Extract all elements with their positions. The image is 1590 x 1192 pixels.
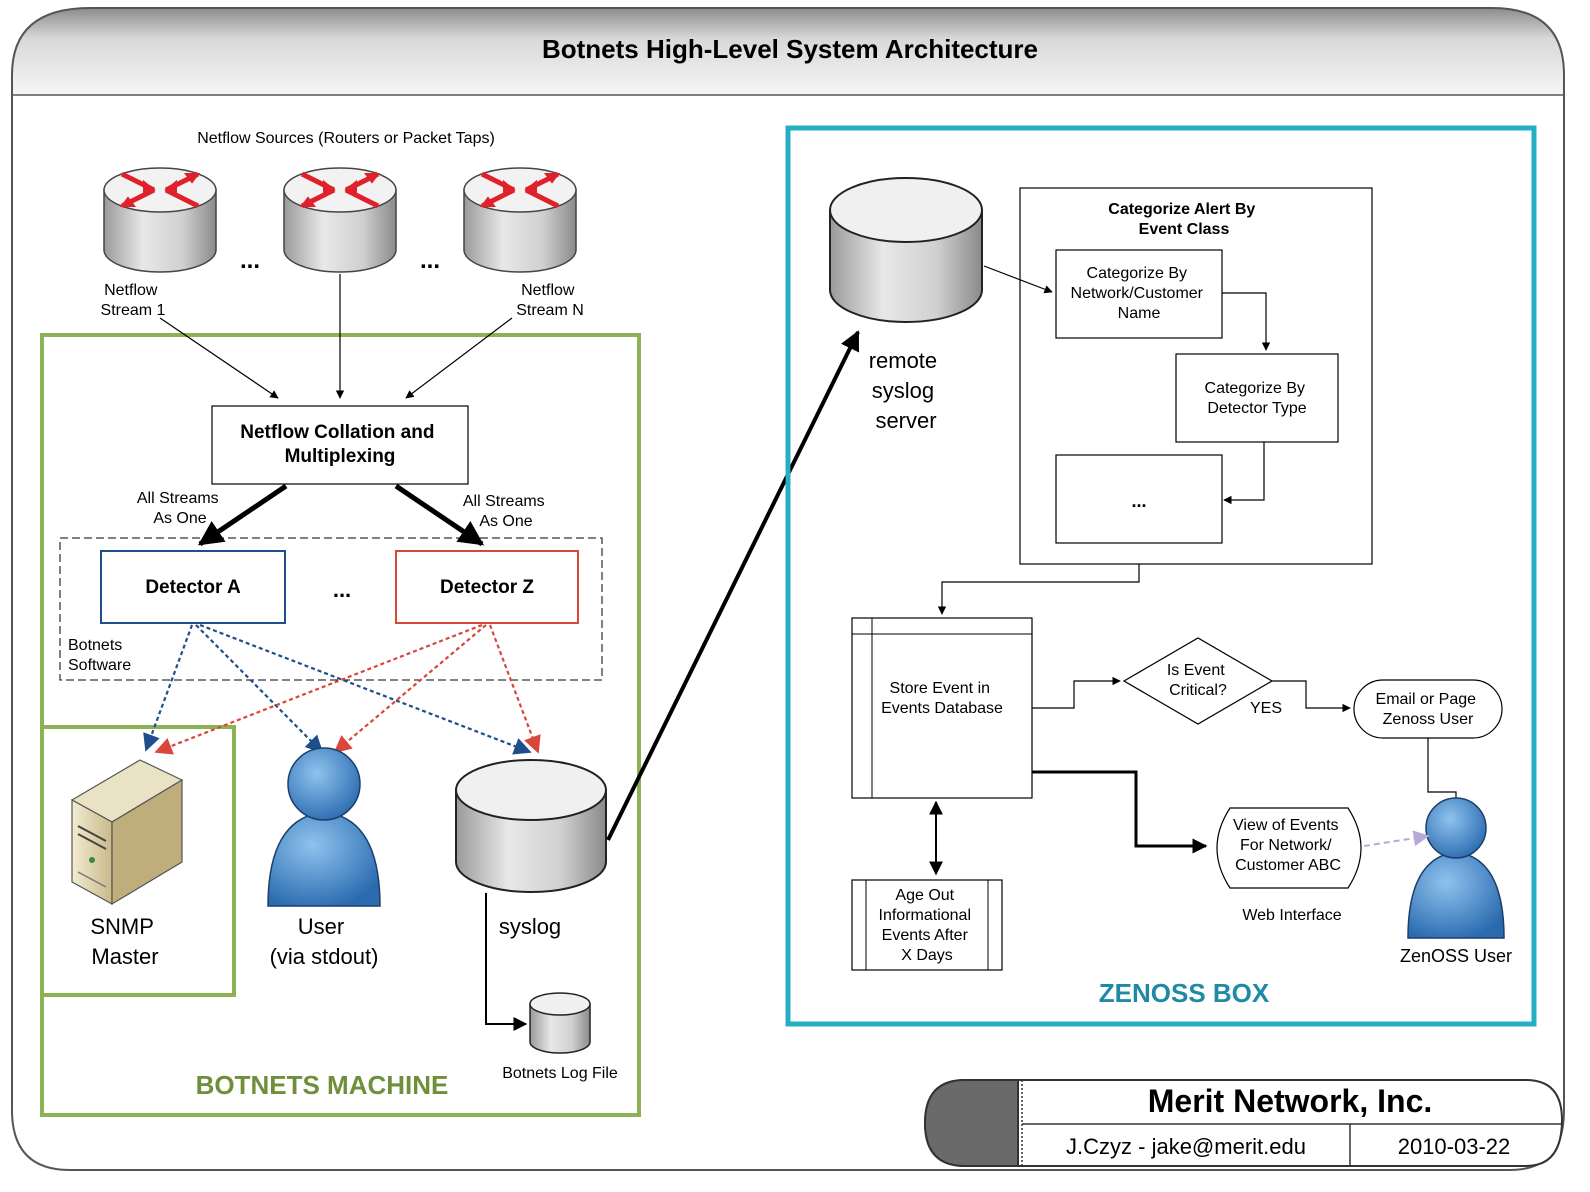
store-to-critical-arrow [1032, 676, 1121, 709]
yes-label: YES [1250, 700, 1282, 717]
categorize-title: Categorize Alert By Event Class [1108, 201, 1259, 238]
age-out-label: Age Out Informational Events After X Day… [879, 887, 976, 964]
zenoss-box-label: ZENOSS BOX [1099, 978, 1270, 1008]
router-icon [103, 167, 217, 273]
footer-title-block [923, 1079, 1564, 1167]
detector-a-to-syslog-arrow [199, 623, 532, 755]
view-events-label: View of Events For Network/ Customer ABC [1233, 817, 1343, 874]
collation-to-detector-z-arrow [394, 483, 485, 547]
categorize-detector-label: Categorize By Detector Type [1205, 380, 1310, 417]
email-page-label: Email or Page Zenoss User [1376, 691, 1481, 728]
collation-to-detector-a-arrow [197, 483, 288, 547]
all-streams-left-label: All Streams As One [137, 490, 223, 527]
botnets-software-box [59, 537, 603, 681]
store-event-box [851, 617, 1033, 799]
syslog-to-remote-arrow [606, 330, 860, 841]
detector-z-to-snmp-arrow [154, 623, 483, 755]
view-events-display [1216, 807, 1362, 889]
remote-syslog-label: remote syslog server [869, 348, 944, 433]
store-event-label: Store Event in Events Database [881, 680, 1003, 717]
snmp-master-box [40, 725, 236, 997]
person-icon [1407, 797, 1505, 939]
is-critical-label: Is Event Critical? [1167, 662, 1229, 699]
syslog-to-logfile-arrow [485, 893, 528, 1031]
detector-ellipsis: ... [333, 577, 351, 602]
botnets-software-label: Botnets Software [68, 637, 131, 674]
detector-z-label: Detector Z [440, 577, 534, 598]
all-streams-right-label: All Streams As One [463, 493, 549, 530]
web-interface-label: Web Interface [1242, 907, 1341, 924]
log-file-label: Botnets Log File [502, 1065, 618, 1082]
snmp-master-label: SNMP Master [90, 914, 159, 969]
page-frame [11, 7, 1565, 1171]
author-label: J.Czyz - jake@merit.edu [1066, 1134, 1306, 1159]
syslog-database-icon [455, 759, 607, 893]
detector-a-to-snmp-arrow [143, 624, 194, 752]
stream-1-label: Netflow Stream 1 [101, 282, 166, 319]
detector-a-to-user-arrow [195, 624, 324, 754]
store-to-view-arrow [1032, 770, 1208, 854]
email-page-box [1353, 679, 1503, 739]
company-name: Merit Network, Inc. [1148, 1083, 1433, 1119]
detector-a-box [100, 550, 286, 624]
router-icon [283, 167, 397, 273]
remote-syslog-database-icon [829, 177, 983, 323]
date-label: 2010-03-22 [1398, 1134, 1511, 1159]
detector-to-more-arrow [1223, 442, 1265, 505]
categorize-to-store-arrow [937, 564, 1140, 615]
netflow-sources-label: Netflow Sources (Routers or Packet Taps) [197, 130, 495, 147]
detector-z-to-syslog-arrow [488, 624, 541, 754]
ellipsis-label: ... [240, 247, 260, 274]
zenoss-user-label: ZenOSS User [1400, 946, 1512, 966]
remote-to-categorize-arrow [983, 265, 1053, 294]
zenoss-box [785, 125, 1537, 1027]
age-out-box [851, 879, 1003, 971]
person-icon [267, 747, 381, 907]
botnets-machine-label: BOTNETS MACHINE [196, 1070, 449, 1100]
collation-label: Netflow Collation and Multiplexing [240, 422, 440, 467]
stream-n-label: Netflow Stream N [516, 282, 584, 319]
page-title: Botnets High-Level System Architecture [542, 34, 1038, 64]
stream-arrow [159, 317, 279, 399]
log-file-database-icon [529, 992, 591, 1054]
stream-arrow [405, 317, 513, 399]
categorize-network-box [1055, 249, 1223, 339]
categorize-network-label: Categorize By Network/Customer Name [1071, 265, 1208, 322]
categorize-detector-box [1175, 353, 1339, 443]
categorize-more-box [1055, 454, 1223, 544]
critical-to-email-arrow [1272, 680, 1351, 713]
user-label: User (via stdout) [270, 914, 379, 969]
collation-box [211, 405, 469, 485]
network-to-detector-arrow [1222, 292, 1271, 351]
detector-z-box [395, 550, 579, 624]
syslog-label: syslog [499, 914, 561, 939]
view-to-user-arrow [1363, 830, 1430, 847]
detector-z-to-user-arrow [333, 624, 487, 754]
detector-a-label: Detector A [145, 577, 241, 598]
server-icon [70, 759, 184, 906]
router-icon [463, 167, 577, 273]
categorize-more-label: ... [1131, 491, 1146, 511]
ellipsis-label: ... [420, 247, 440, 274]
